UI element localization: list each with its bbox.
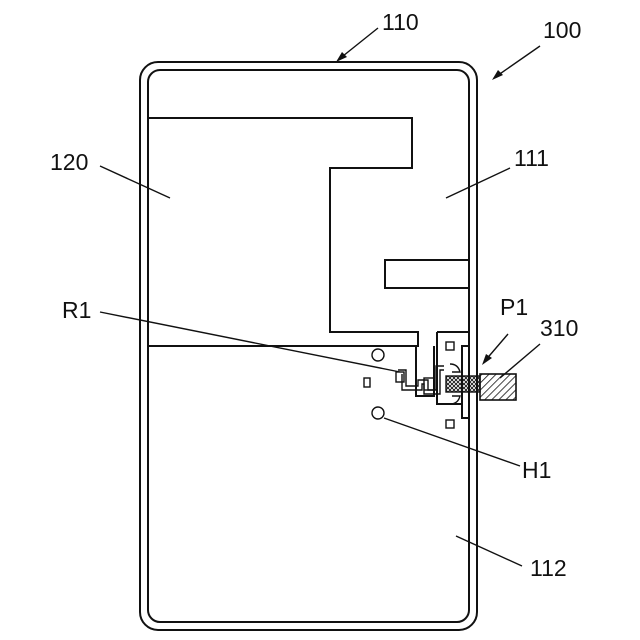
label-100: 100 — [543, 17, 581, 43]
pad-upper — [446, 342, 454, 350]
leader-r1 — [100, 312, 400, 372]
pad-left — [364, 378, 370, 387]
arrowhead-100 — [492, 70, 503, 80]
leader-120 — [100, 166, 170, 198]
feed-clip-upper — [450, 364, 460, 372]
label-111: 111 — [514, 145, 549, 171]
label-p1: P1 — [500, 294, 528, 320]
leader-h1 — [384, 418, 520, 466]
coaxial-cable — [480, 374, 516, 400]
ground-region-top-edge — [148, 346, 434, 396]
feed-connector — [446, 376, 480, 392]
antenna-notch — [385, 260, 469, 288]
hole-upper — [372, 349, 384, 361]
leader-112 — [456, 536, 522, 566]
arrowhead-p1 — [482, 354, 492, 365]
label-110: 110 — [382, 9, 419, 35]
resistor-pad — [396, 372, 404, 382]
leader-310 — [500, 344, 540, 378]
pad-lower — [446, 420, 454, 428]
label-h1: H1 — [522, 457, 551, 483]
feed-clip-lower — [450, 396, 460, 404]
label-r1: R1 — [62, 297, 91, 323]
label-310: 310 — [540, 315, 578, 341]
ground-region-right-cut — [437, 332, 469, 404]
hole-h1 — [372, 407, 384, 419]
antenna-element-outline — [148, 118, 418, 346]
label-120: 120 — [50, 149, 88, 175]
ground-region-lower-right — [462, 404, 469, 418]
label-112: 112 — [530, 555, 567, 581]
